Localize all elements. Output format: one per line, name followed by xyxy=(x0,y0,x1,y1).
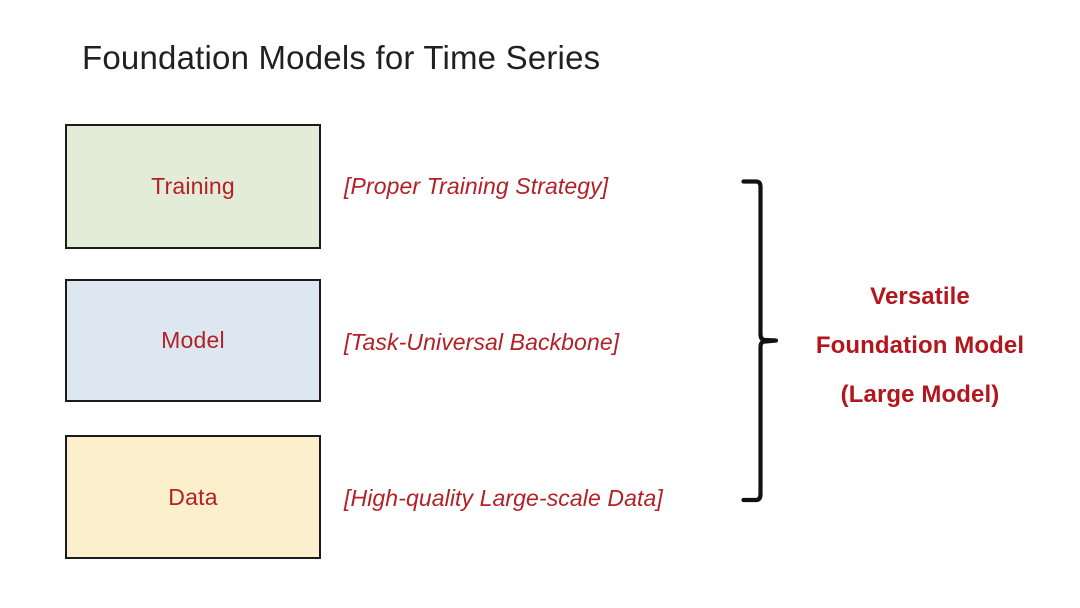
curly-brace-right-icon xyxy=(741,179,779,503)
pillar-box-training[interactable]: Training xyxy=(65,124,321,249)
outcome-line-1: Versatile xyxy=(870,283,970,310)
pillar-note-data: [High-quality Large-scale Data] xyxy=(344,485,663,511)
pillar-note-training: [Proper Training Strategy] xyxy=(344,173,609,199)
page-title: Foundation Models for Time Series xyxy=(82,39,601,76)
outcome-line-2: Foundation Model xyxy=(815,332,1025,359)
pillar-label-data: Data xyxy=(168,483,218,510)
pillar-label-training: Training xyxy=(151,173,235,199)
pillar-label-model: Model xyxy=(161,327,225,353)
outcome-line-3: (Large Model) xyxy=(840,381,1000,408)
pillar-note-model: [Task-Universal Backbone] xyxy=(344,329,620,355)
outcome-block: Versatile Foundation Model (Large Model) xyxy=(790,272,1050,419)
pillar-box-model[interactable]: Model xyxy=(65,279,321,402)
pillar-box-data[interactable]: Data xyxy=(65,435,321,559)
